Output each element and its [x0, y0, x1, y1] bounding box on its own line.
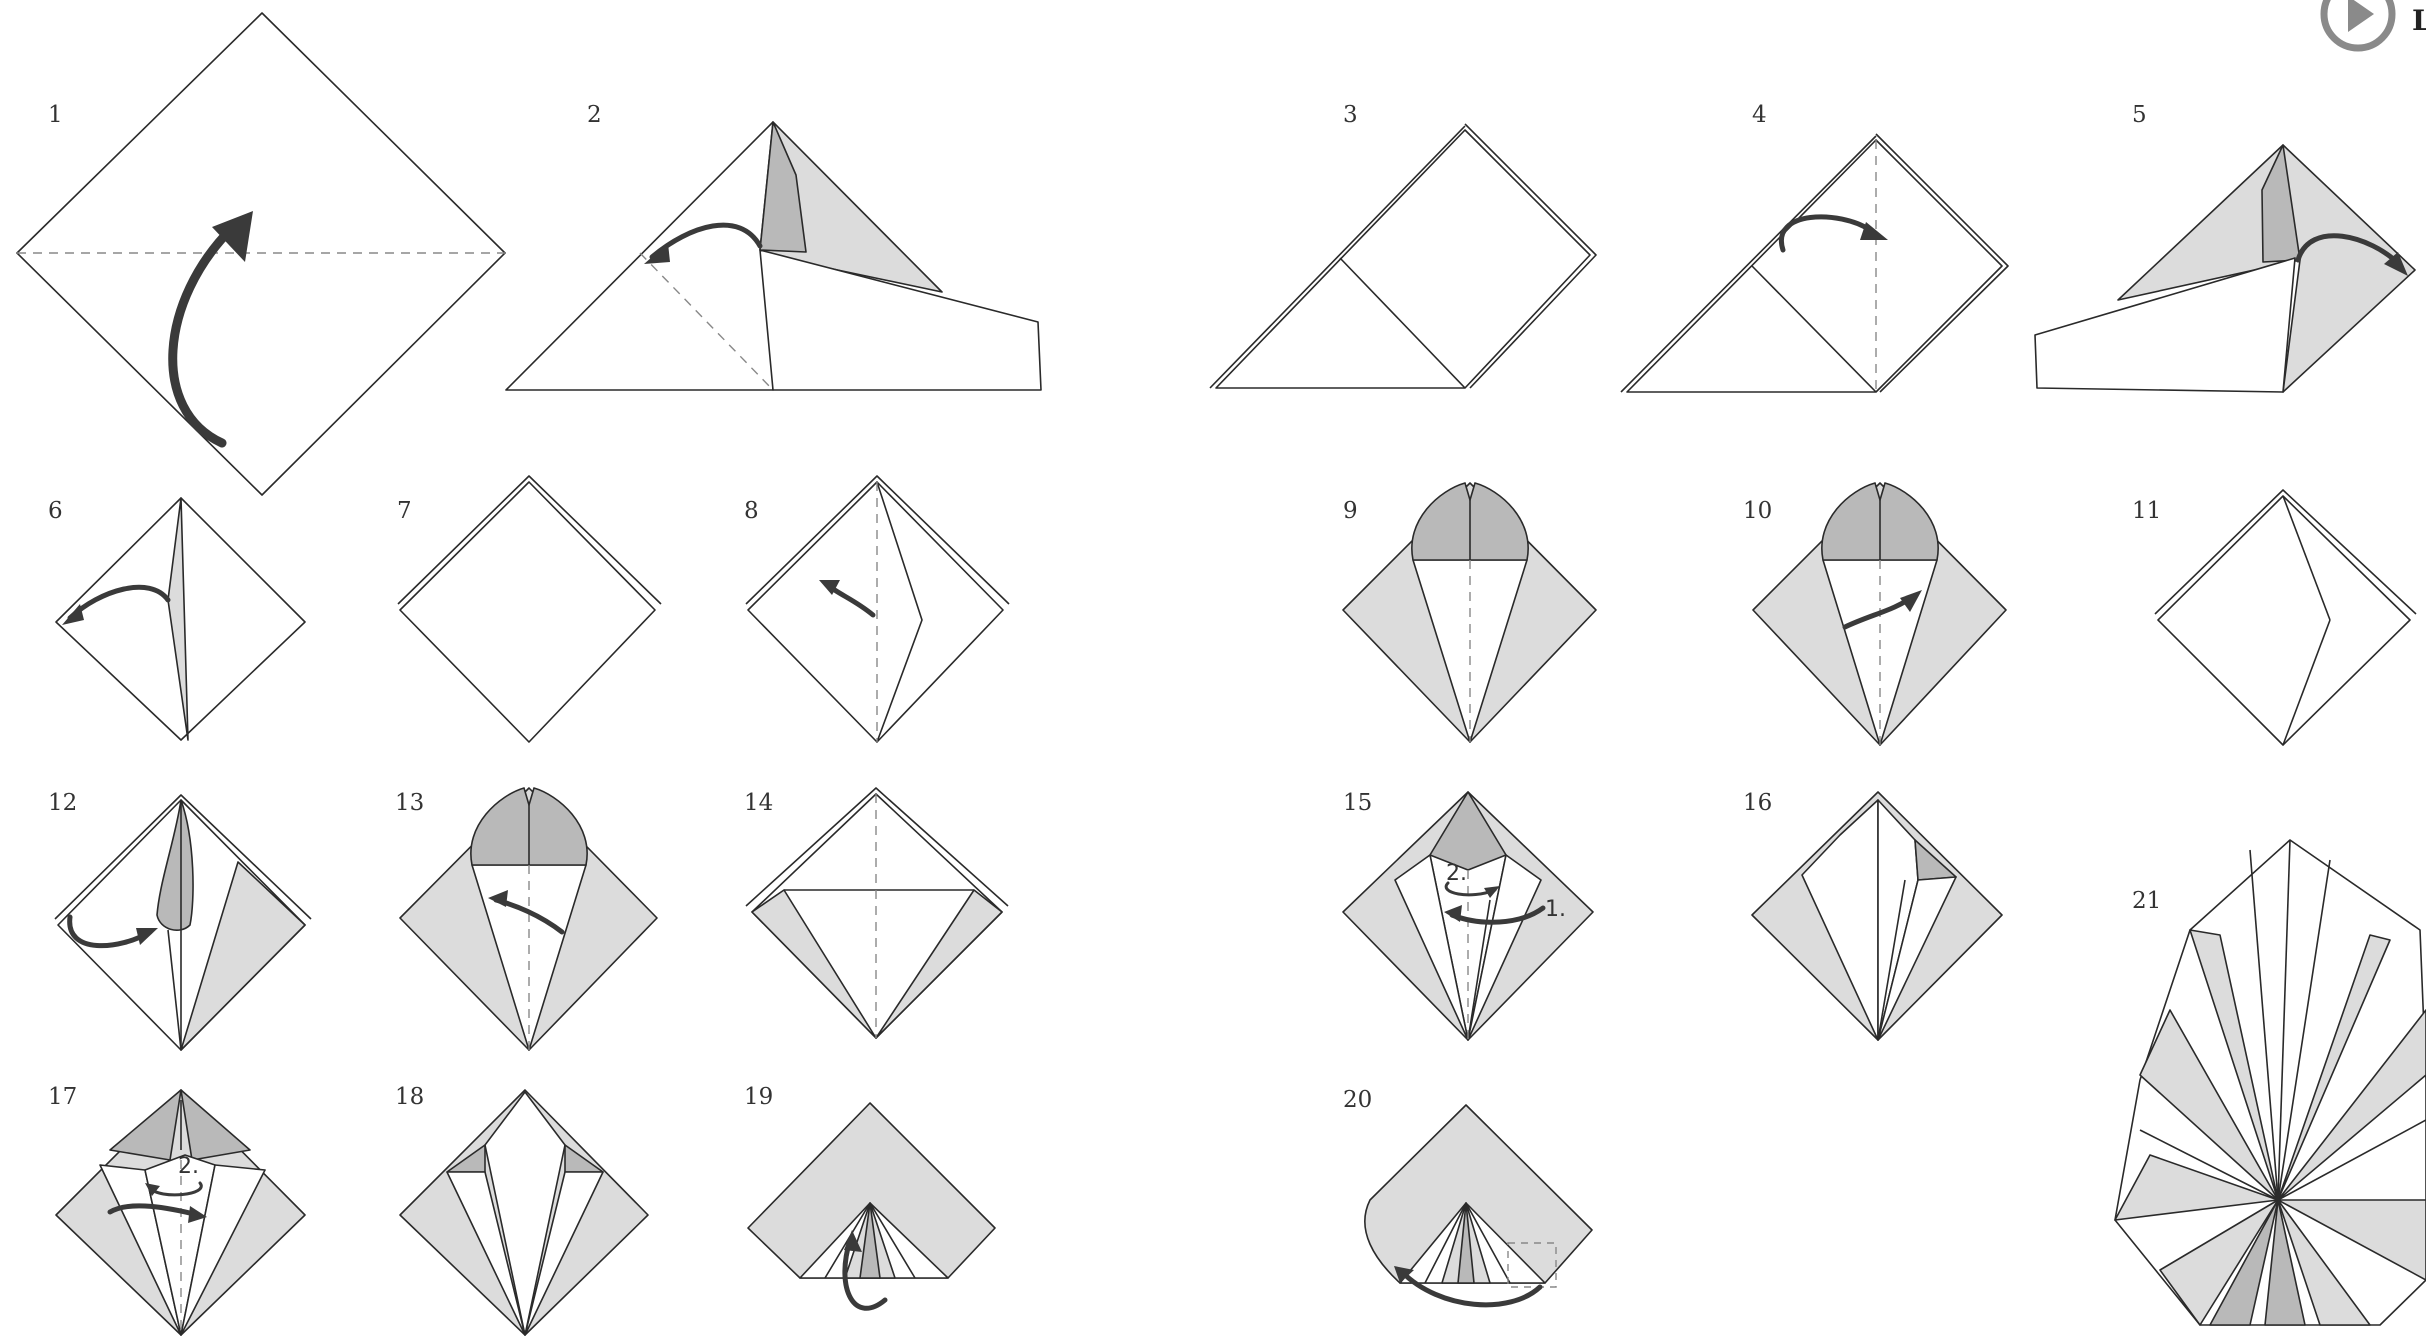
step-number: 4 [1752, 102, 1767, 128]
step-15: 15 2. 1. [1342, 790, 1594, 1041]
step-18: 18 [395, 1084, 649, 1336]
arrow-head [188, 1206, 207, 1223]
step-number: 16 [1743, 790, 1772, 816]
step-17: 17 2. [48, 1084, 306, 1336]
step-number: 15 [1343, 790, 1372, 816]
arrow-head [488, 890, 508, 907]
step-number: 7 [397, 498, 412, 524]
step-1: 1 [16, 12, 506, 496]
arrow-head [1444, 905, 1462, 922]
fold-arrow [1449, 905, 1546, 925]
step-number: 6 [48, 498, 63, 524]
step-19: 19 [744, 1084, 996, 1311]
step-7: 7 [397, 475, 662, 743]
step-16: 16 [1743, 790, 2003, 1041]
arrow-head [2384, 252, 2408, 276]
step-6: 6 [48, 497, 306, 741]
step-number: 9 [1343, 498, 1358, 524]
step-number: 10 [1743, 498, 1772, 524]
fold-arrow [1778, 214, 1873, 253]
step-3: 3 [1209, 102, 1597, 389]
arrow-head [844, 1230, 862, 1252]
substep-label: 1. [1545, 897, 1566, 922]
fold-arrow [1399, 1269, 1543, 1308]
arrow-head [1860, 222, 1888, 240]
step-12: 12 [48, 790, 312, 1051]
step-21: 21 [2114, 839, 2426, 1326]
arrow-head [1900, 590, 1922, 612]
step-number: 2 [587, 102, 602, 128]
step-number: 12 [48, 790, 77, 816]
step-13: 13 [395, 787, 658, 1051]
step-9: 9 [1342, 482, 1597, 743]
zoom-box [1507, 1242, 1557, 1288]
arrow-head [819, 580, 840, 595]
step-8: 8 [744, 475, 1010, 743]
play-button[interactable]: L [2320, 0, 2426, 52]
step-number: 1 [48, 102, 63, 128]
arrow-head [1394, 1266, 1414, 1283]
step-4: 4 [1620, 102, 2009, 393]
step-5: 5 [2034, 102, 2416, 393]
step-number: 21 [2132, 888, 2161, 914]
step-11: 11 [2132, 489, 2417, 746]
step-number: 13 [395, 790, 424, 816]
arrow-head [145, 1183, 160, 1196]
arrow-head [62, 604, 84, 625]
step-number: 5 [2132, 102, 2147, 128]
step-2: 2 [505, 102, 1042, 391]
play-label[interactable]: L [2412, 4, 2426, 37]
arrow-head [212, 211, 253, 262]
fold-arrow [842, 1237, 888, 1311]
step-number: 20 [1343, 1087, 1372, 1113]
play-triangle [2348, 0, 2374, 32]
step-number: 8 [744, 498, 759, 524]
step-number: 3 [1343, 102, 1358, 128]
step-number: 14 [744, 790, 773, 816]
fold-arrow [168, 223, 237, 448]
step-10: 10 [1743, 482, 2007, 746]
arrow-head [136, 928, 158, 945]
step-number: 17 [48, 1084, 77, 1110]
arrow-head [1484, 886, 1500, 898]
substep-label: 2. [1446, 861, 1467, 886]
step-number: 11 [2132, 498, 2161, 524]
fold-arrow [2295, 233, 2403, 268]
step-14: 14 [744, 787, 1009, 1039]
arrow-head [644, 243, 670, 264]
step-number: 18 [395, 1084, 424, 1110]
substep-label: 2. [178, 1154, 199, 1179]
step-number: 19 [744, 1084, 773, 1110]
step-20: 20 [1343, 1087, 1593, 1308]
